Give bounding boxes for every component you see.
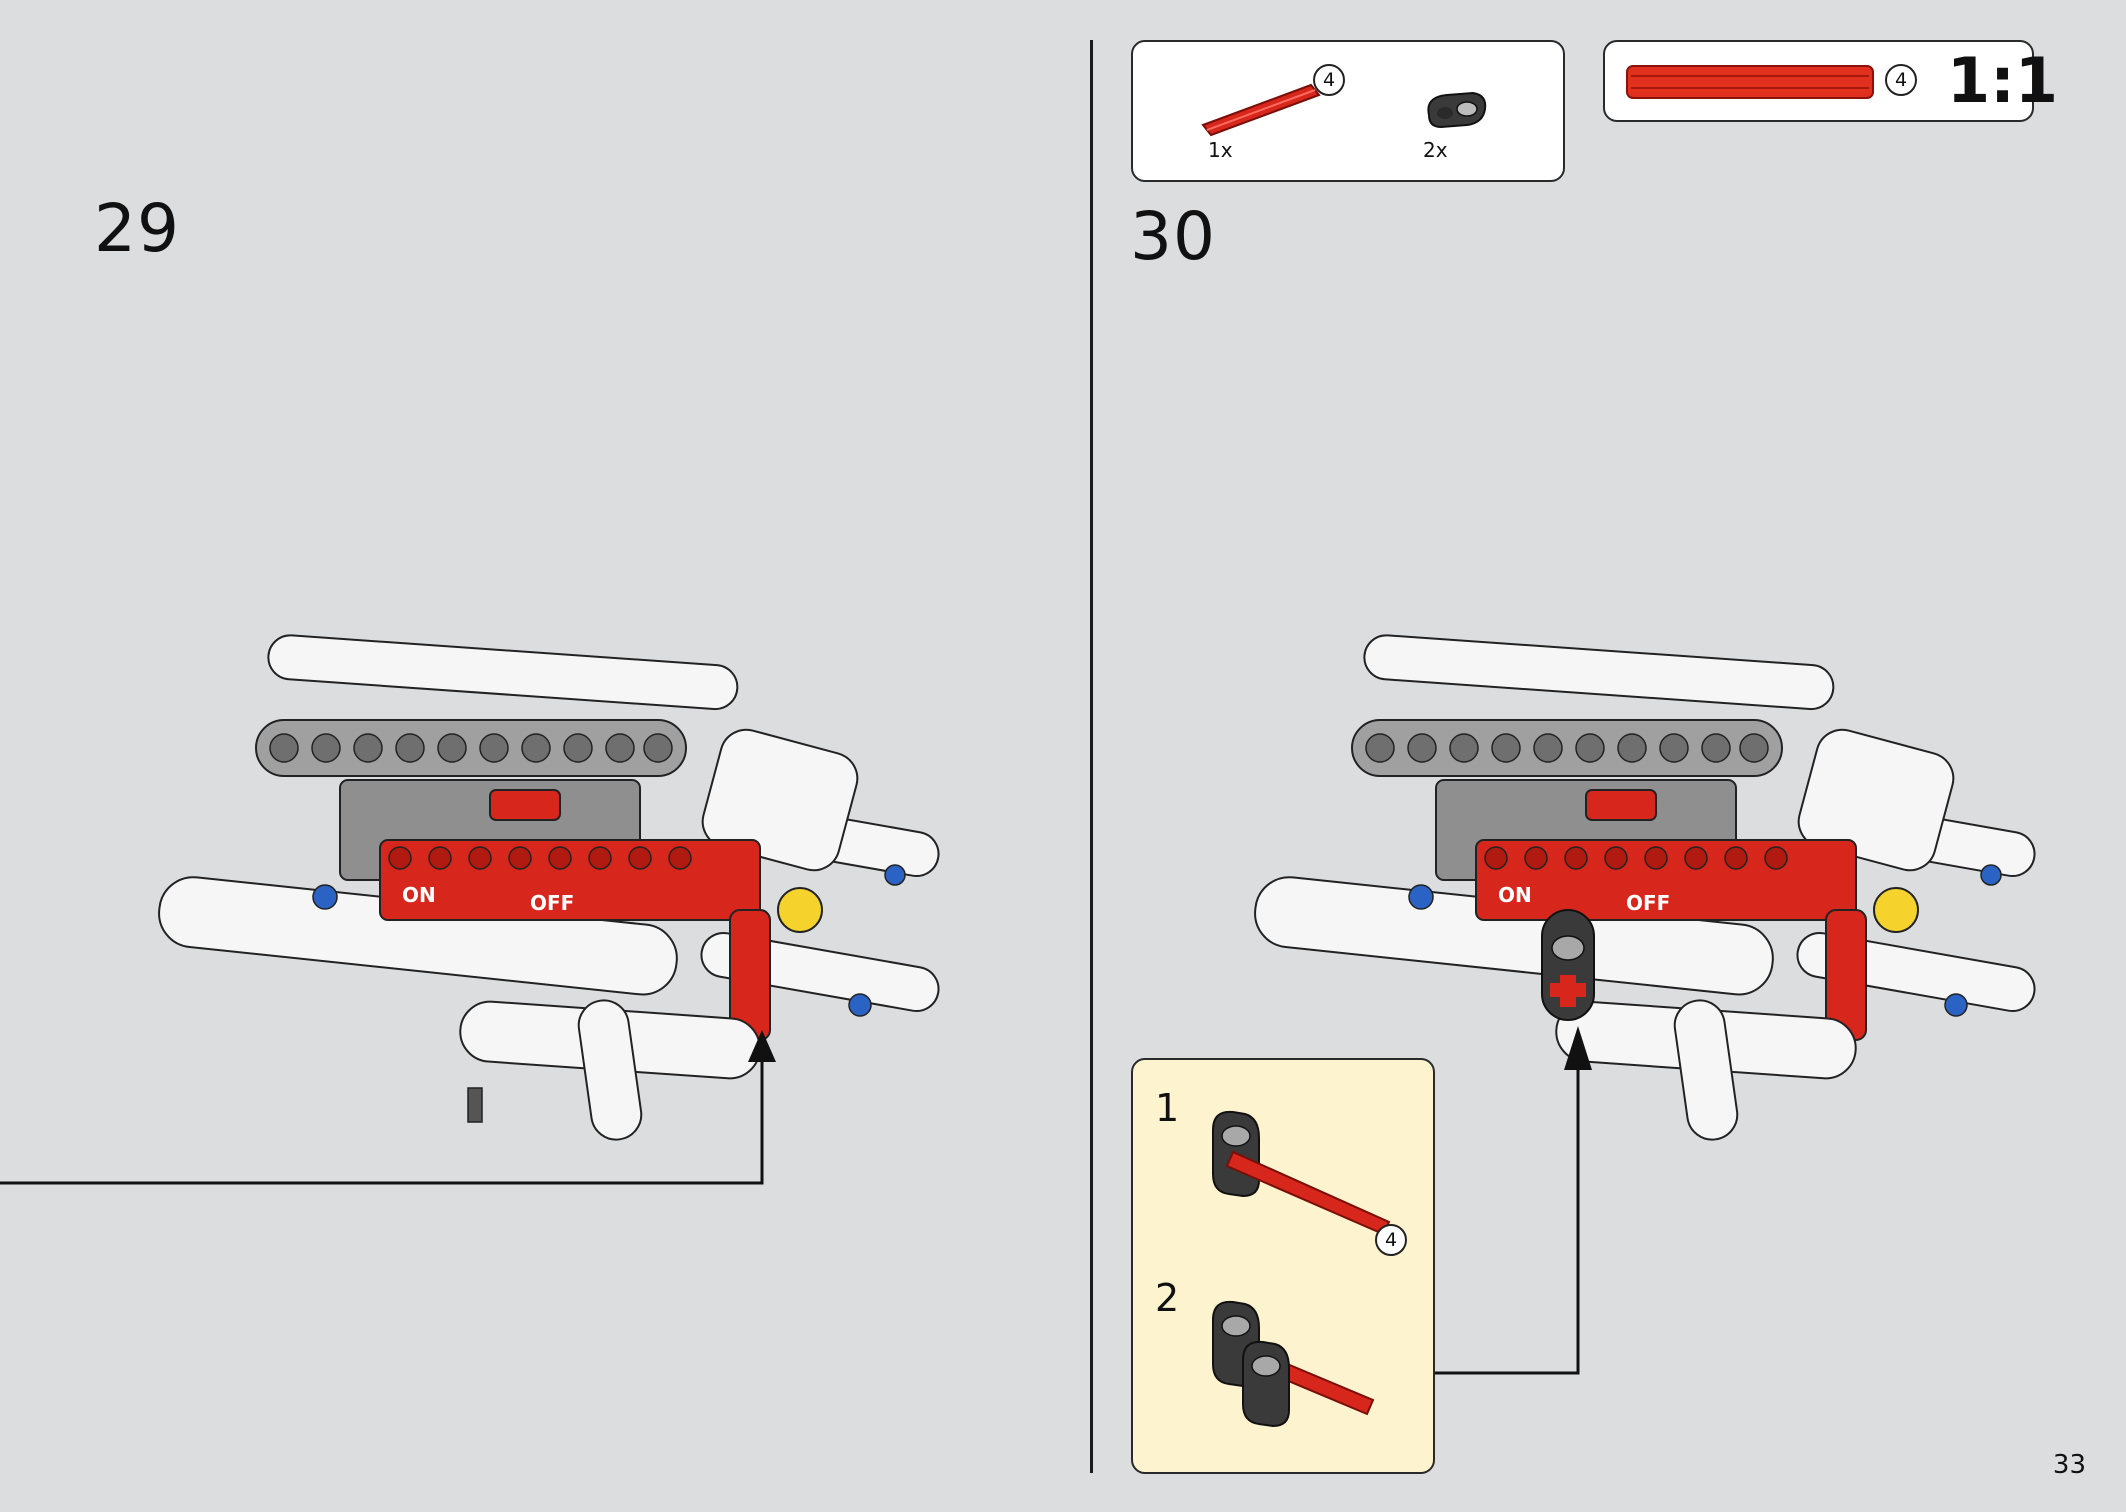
- sub-step-1-axle-length: 4: [1375, 1224, 1407, 1256]
- red-axle-scale-icon: [1626, 65, 1874, 99]
- scale-reference-box: 4 1:1: [1603, 40, 2058, 122]
- sub-step-2-number: 2: [1155, 1276, 1180, 1320]
- red-axle-part-icon: [1201, 83, 1321, 137]
- off-label-30: OFF: [1626, 891, 1670, 915]
- sub-step-1-number: 1: [1155, 1086, 1180, 1130]
- parts-list-box: 4 1x 2x: [1131, 40, 1565, 182]
- axle-length-indicator: 4: [1313, 64, 1345, 96]
- sub-step-2-illustration: [1212, 1300, 1375, 1428]
- scale-ratio-label: 1:1: [1947, 44, 2059, 117]
- off-label-29: OFF: [530, 891, 574, 915]
- step-number-29: 29: [94, 190, 180, 267]
- axle-quantity: 1x: [1208, 138, 1233, 162]
- on-label-29: ON: [402, 883, 436, 907]
- step-number-30: 30: [1130, 198, 1216, 275]
- sub-assembly-callout: 1 4 2: [1131, 1058, 1435, 1474]
- model-illustration-step-30: ON OFF: [1254, 634, 2036, 1141]
- connector-part-icon: [1427, 91, 1487, 129]
- sub-step-1-illustration: [1212, 1110, 1391, 1236]
- page-number: 33: [2052, 1450, 2086, 1480]
- scale-axle-length-indicator: 4: [1885, 64, 1917, 96]
- connector-quantity: 2x: [1423, 138, 1448, 162]
- on-label-30: ON: [1498, 883, 1532, 907]
- page-divider: [1090, 40, 1093, 1473]
- model-illustration-step-29: ON OFF: [158, 634, 940, 1141]
